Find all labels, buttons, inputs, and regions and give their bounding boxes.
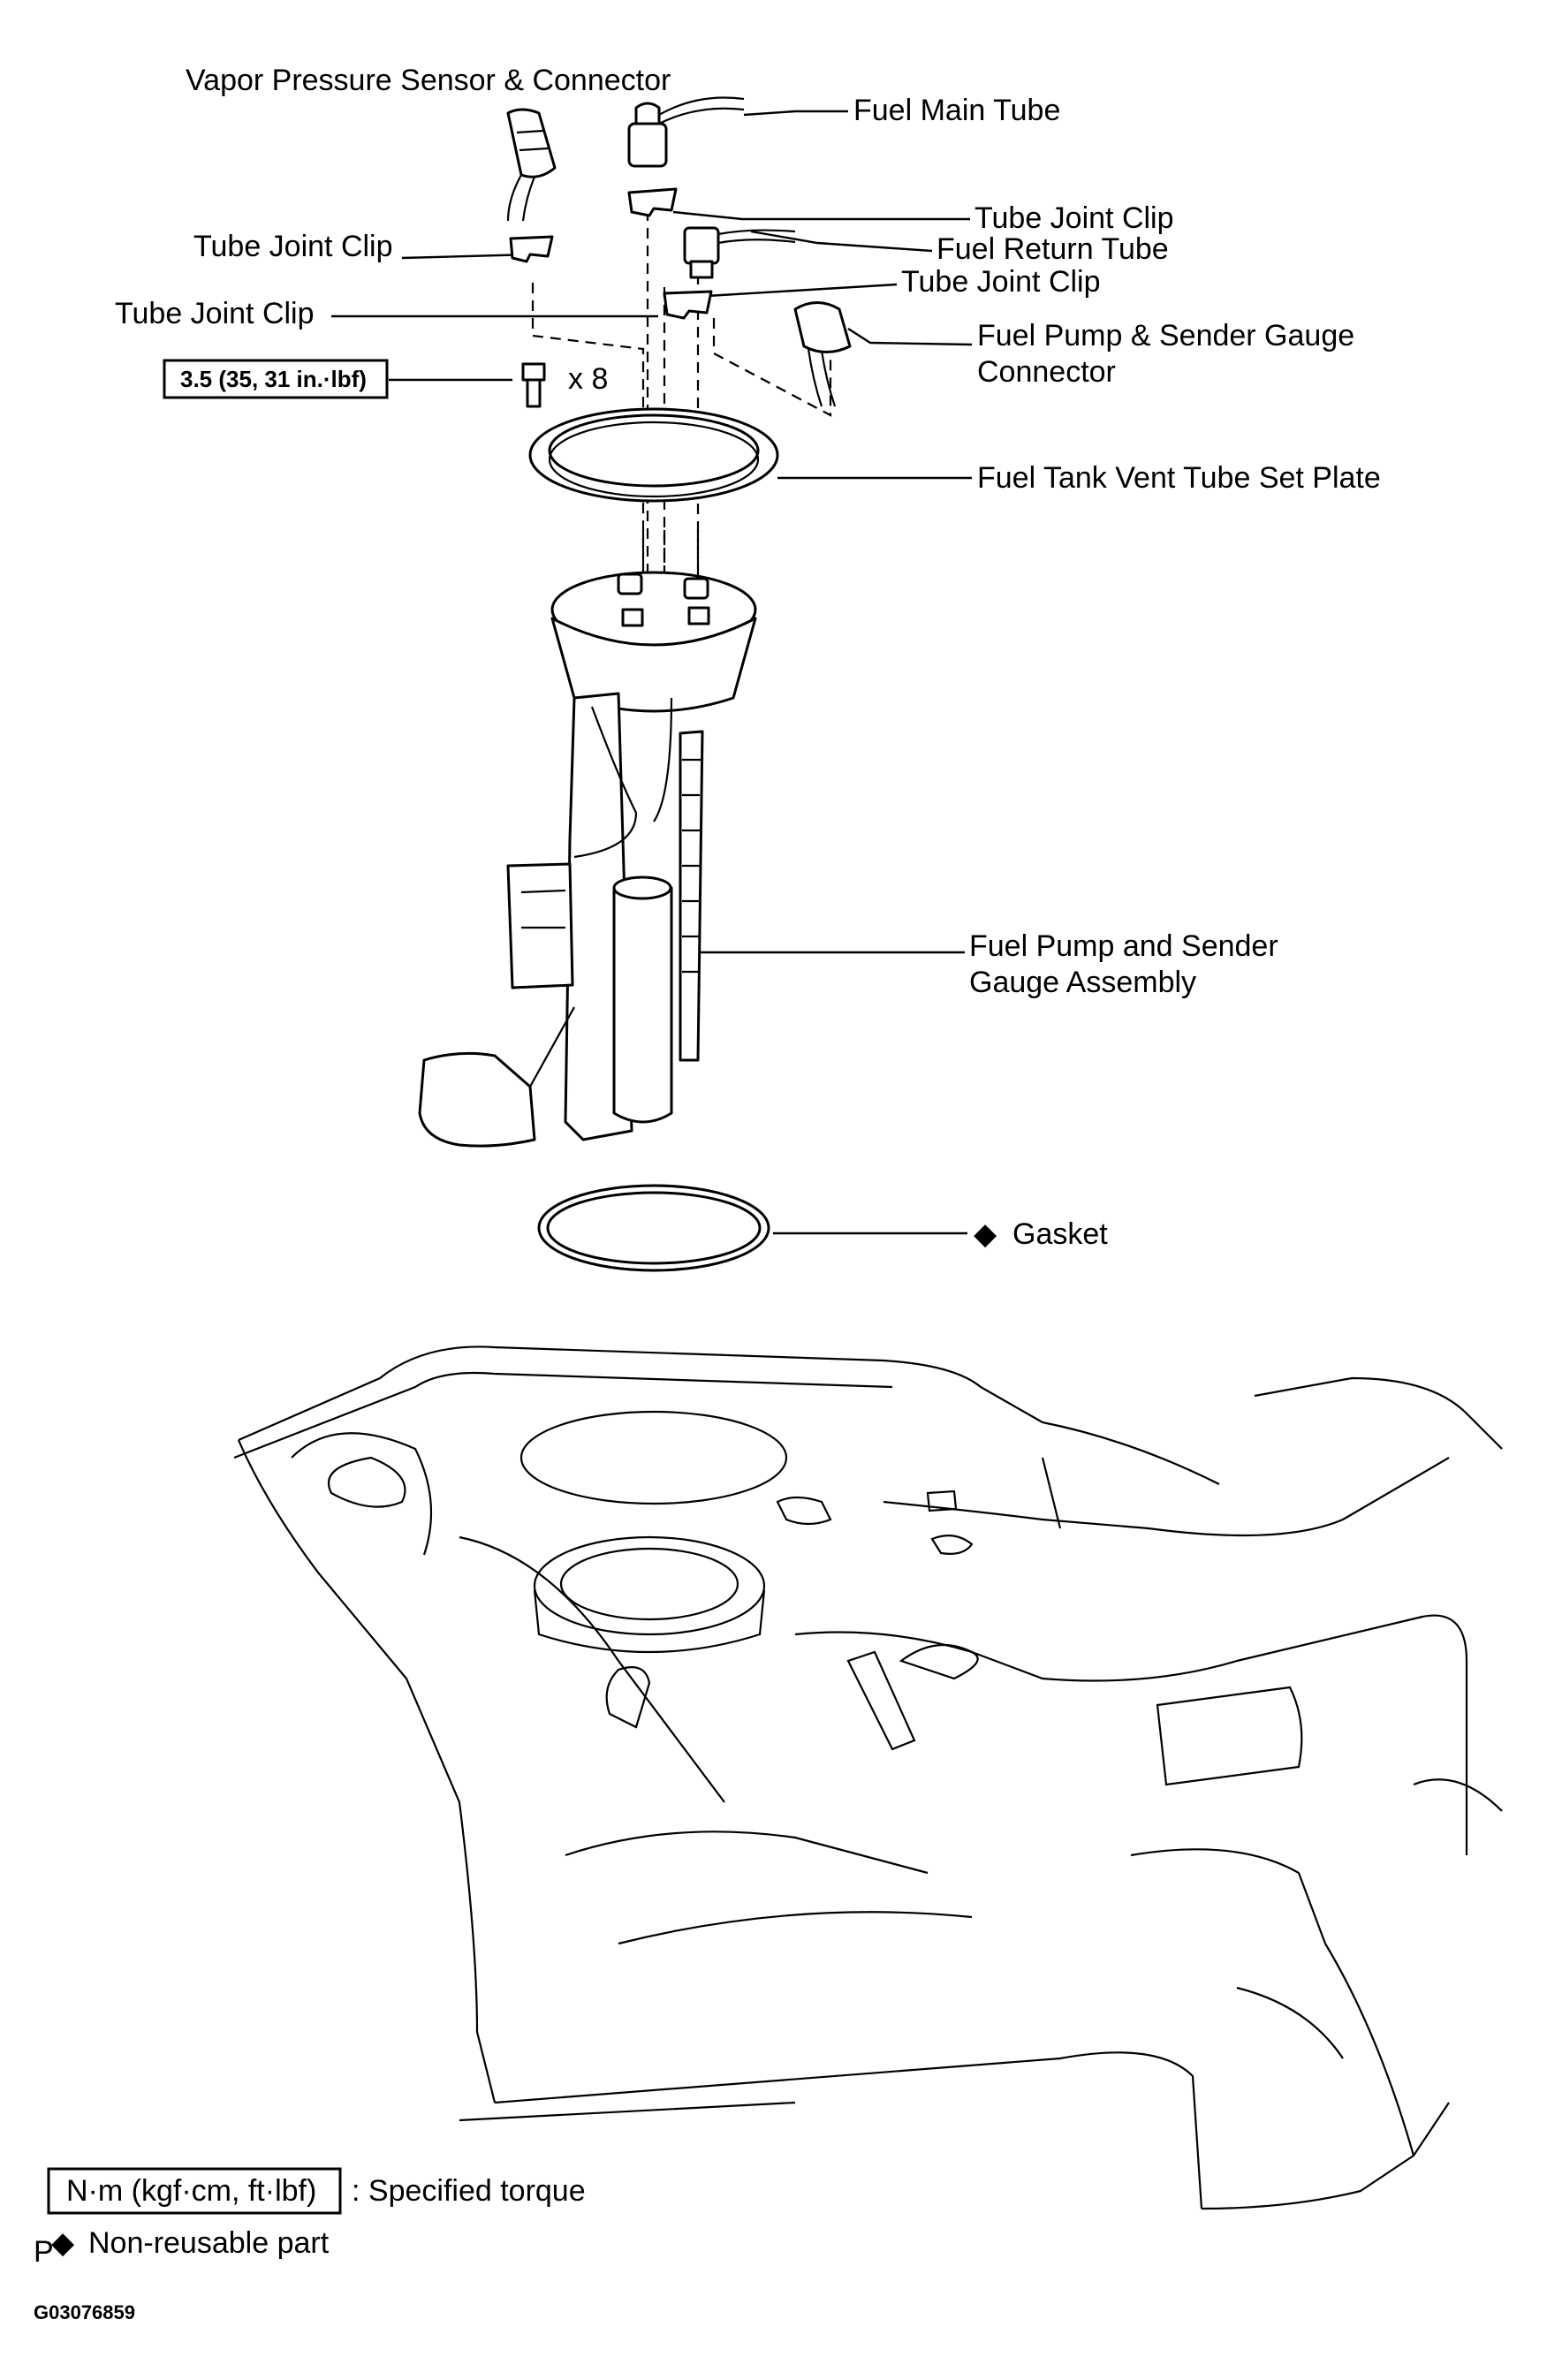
figure-code: G03076859 xyxy=(34,2301,135,2323)
legend-specified-torque: : Specified torque xyxy=(352,2174,586,2208)
label-tube-joint-clip-left-top: Tube Joint Clip xyxy=(193,230,393,263)
diamond-icon: ◆ xyxy=(974,1217,997,1251)
torque-spec-value: 3.5 (35, 31 in.·lbf) xyxy=(180,366,367,392)
fuel-pump-assembly-icon xyxy=(418,571,757,1148)
label-tube-joint-clip-left-bottom: Tube Joint Clip xyxy=(115,297,315,330)
legend-torque-box xyxy=(47,2167,342,2215)
torque-spec-box xyxy=(163,359,389,399)
gasket-icon xyxy=(537,1184,770,1272)
fuel-main-tube-icon xyxy=(627,96,745,168)
label-fuel-return-tube: Fuel Return Tube xyxy=(937,232,1169,266)
label-pump-assembly-line2: Gauge Assembly xyxy=(969,966,1196,999)
vapor-pressure-sensor-icon xyxy=(506,108,557,222)
leader-lines xyxy=(331,110,973,1235)
bolt-quantity: x 8 xyxy=(568,362,608,396)
label-pump-connector-line1: Fuel Pump & Sender Gauge xyxy=(977,319,1354,352)
label-pump-assembly-line1: Fuel Pump and Sender xyxy=(969,929,1278,963)
fuel-return-tube-icon xyxy=(683,226,796,279)
legend-diamond-icon: ◆ xyxy=(51,2226,75,2260)
label-tube-joint-clip-right-bottom: Tube Joint Clip xyxy=(901,265,1101,299)
vent-tube-set-plate-icon xyxy=(528,407,779,503)
tube-joint-clip-icon xyxy=(627,187,678,217)
label-gasket: Gasket xyxy=(1012,1217,1108,1251)
legend-torque-units: N·m (kgf·cm, ft·lbf) xyxy=(66,2174,316,2208)
label-tube-joint-clip-right-top: Tube Joint Clip xyxy=(974,201,1174,235)
pump-sender-connector-icon xyxy=(793,301,852,407)
tube-joint-clip-left-icon xyxy=(509,235,554,263)
fuel-tank-icon xyxy=(233,1345,1503,2210)
legend-p-mark: P xyxy=(34,2235,54,2269)
tube-joint-clip-lower-icon xyxy=(663,290,713,320)
label-pump-connector-line2: Connector xyxy=(977,355,1116,389)
label-vent-tube-set-plate: Fuel Tank Vent Tube Set Plate xyxy=(977,461,1381,495)
label-fuel-main-tube: Fuel Main Tube xyxy=(853,94,1060,127)
legend-non-reusable: Non-reusable part xyxy=(88,2226,330,2260)
bolt-icon xyxy=(521,362,546,408)
label-vapor-pressure-sensor: Vapor Pressure Sensor & Connector xyxy=(186,64,671,97)
